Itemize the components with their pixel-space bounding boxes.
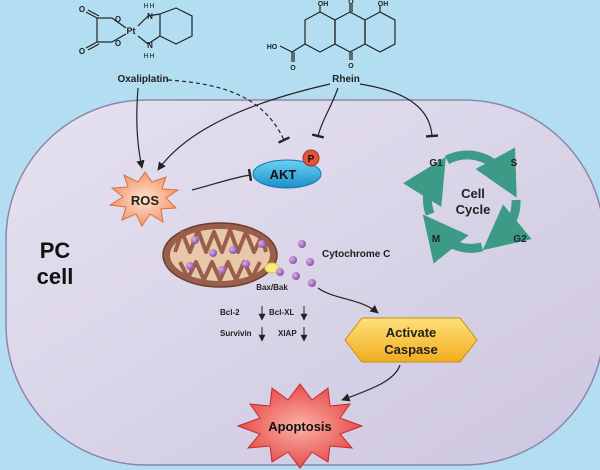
survivin-label: Survivin xyxy=(220,329,252,338)
bax-bak-label: Bax/Bak xyxy=(256,283,288,292)
pc-cell-label: cell xyxy=(37,264,74,289)
akt-node xyxy=(252,159,322,189)
cell-cycle-title: Cycle xyxy=(456,202,491,217)
oxaliplatin-label: Oxaliplatin xyxy=(117,74,168,85)
caspase-label: Activate xyxy=(386,325,437,340)
rhein-to-ros-arrow xyxy=(157,83,331,171)
o-atom: O xyxy=(79,47,85,56)
o-atom: O xyxy=(79,5,85,14)
released-cytochrome-dots xyxy=(276,240,316,287)
n-atom: N xyxy=(147,41,153,50)
apoptosis-label: Apoptosis xyxy=(268,419,332,434)
bax-bak-pore xyxy=(264,262,280,274)
o-atom: O xyxy=(348,63,354,70)
akt-label: AKT xyxy=(270,167,297,182)
h-atom: H xyxy=(149,53,154,60)
rhein-to-cellcycle-inhibit xyxy=(359,83,439,138)
phospho-badge xyxy=(302,149,320,167)
cell-cycle-title: Cell xyxy=(461,186,485,201)
bcl2-label: Bcl-2 xyxy=(220,308,240,317)
h-atom: H xyxy=(149,3,154,10)
bclxl-label: Bcl-XL xyxy=(269,308,294,317)
mito-cytochrome-dots xyxy=(186,236,266,274)
h-atom: H xyxy=(143,53,148,60)
rhein-structure xyxy=(279,4,396,62)
apoptosis-burst xyxy=(236,383,364,469)
ros-burst xyxy=(108,171,180,227)
caspase-to-apoptosis-arrow xyxy=(341,364,401,402)
caspase-hexagon xyxy=(344,317,478,363)
ros-to-akt-inhibit xyxy=(191,168,253,191)
xiap-label: XIAP xyxy=(278,329,297,338)
o-atom: O xyxy=(290,65,296,72)
oh-group: OH xyxy=(318,1,329,8)
ros-label: ROS xyxy=(131,193,160,208)
oxaliplatin-to-ros-arrow xyxy=(136,87,145,169)
o-atom: O xyxy=(115,39,121,48)
cytochrome-to-caspase-arrow xyxy=(317,287,379,314)
phospho-label: P xyxy=(308,154,315,165)
ho-group: HO xyxy=(267,44,278,51)
phase-g1-label: G1 xyxy=(429,158,443,169)
cell-cycle-ring xyxy=(403,147,532,264)
pc-cell-label: PC xyxy=(40,238,71,263)
o-atom: O xyxy=(115,15,121,24)
rhein-label: Rhein xyxy=(332,74,360,85)
h-atom: H xyxy=(143,3,148,10)
phase-s-label: S xyxy=(511,158,518,169)
caspase-label: Caspase xyxy=(384,342,437,357)
o-atom: O xyxy=(348,0,354,6)
n-atom: N xyxy=(147,12,153,21)
pt-atom: Pt xyxy=(127,26,136,36)
oxaliplatin-structure xyxy=(85,7,193,51)
oh-group: OH xyxy=(378,1,389,8)
cytochrome-label: Cytochrome C xyxy=(322,249,390,260)
rhein-to-akt-inhibit xyxy=(311,87,339,139)
phase-m-label: M xyxy=(432,234,440,245)
phase-g2-label: G2 xyxy=(513,234,527,245)
